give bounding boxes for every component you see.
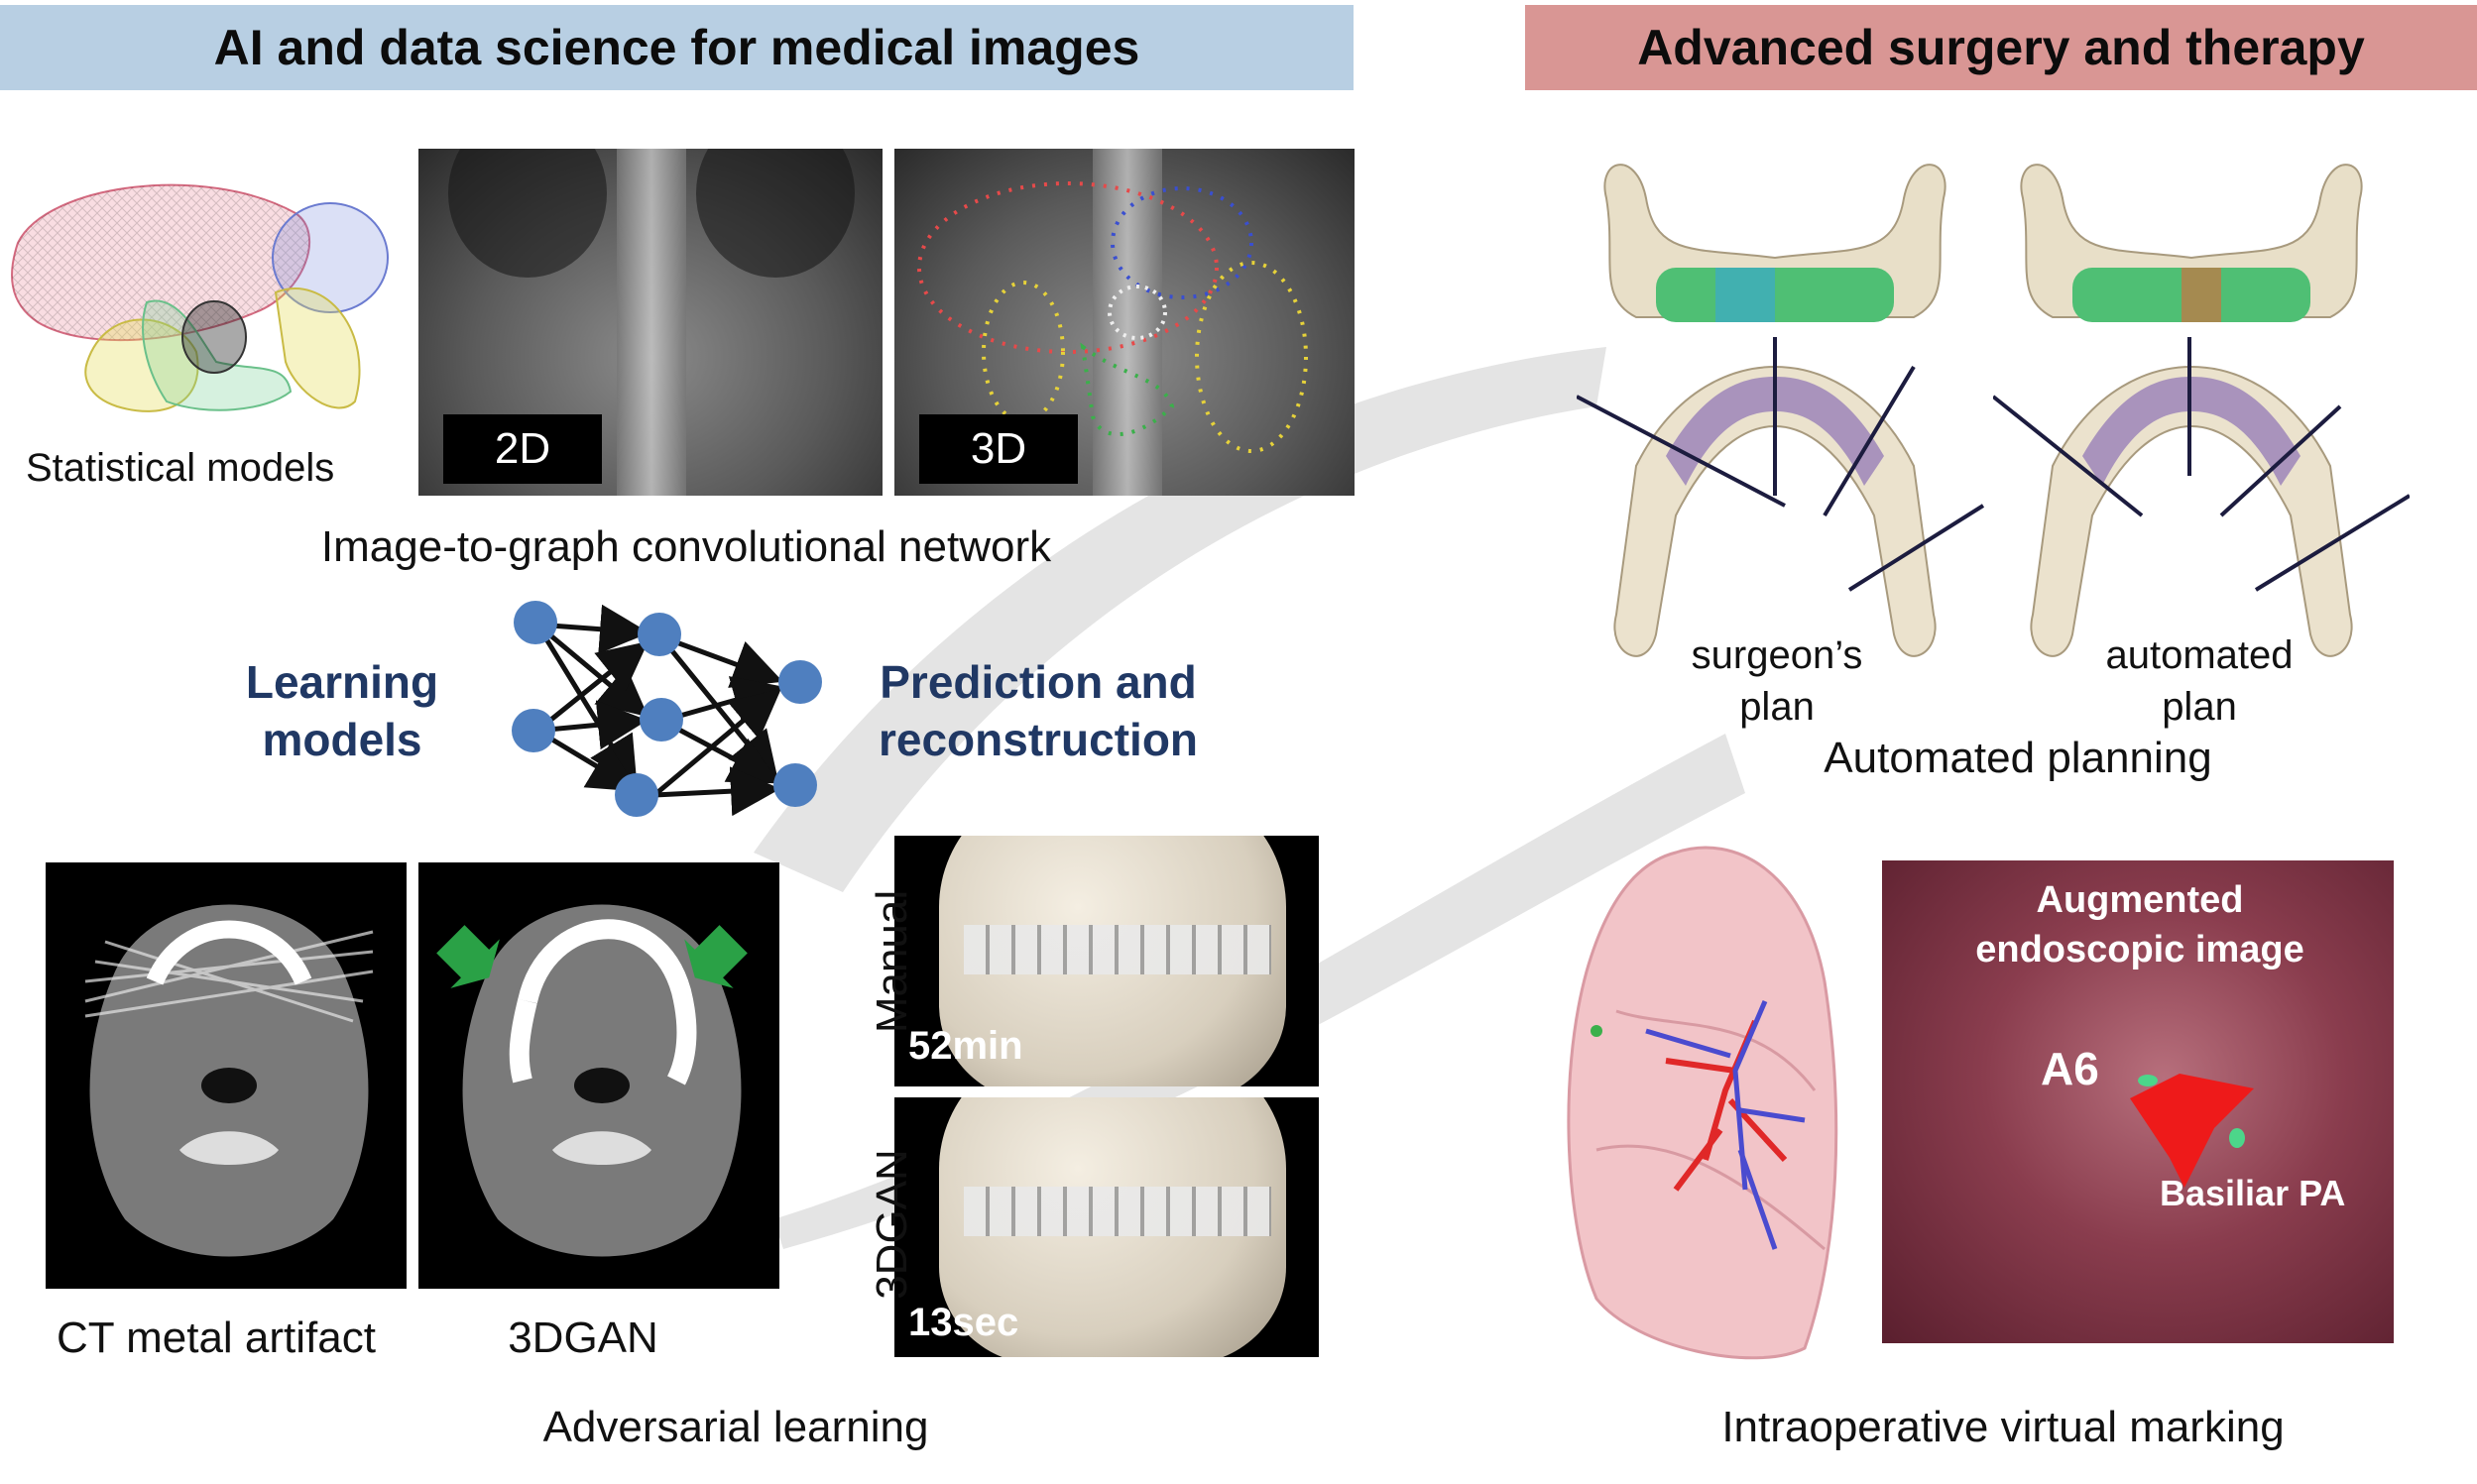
- augmented-endoscopic-image: Augmented endoscopic image A6 Basiliar P…: [1882, 860, 2394, 1343]
- adversarial-caption: Adversarial learning: [542, 1403, 929, 1451]
- gan-time: 13sec: [908, 1301, 1019, 1344]
- gan-ct-image: [418, 862, 779, 1289]
- statistical-models-label: Statistical models: [26, 446, 335, 490]
- teeth-row: [964, 925, 1271, 974]
- skull-gan-image: 13sec: [894, 1097, 1319, 1357]
- lung-left: [448, 149, 607, 278]
- spine-shape: [617, 149, 686, 496]
- xray-3d-label: 3D: [919, 414, 1078, 484]
- automated-plan-label: automated plan: [2105, 633, 2294, 729]
- mandible-surgeon-plan: [1577, 164, 1985, 657]
- teeth-row: [964, 1187, 1271, 1236]
- lung-right: [696, 149, 855, 278]
- manual-label: Manual: [868, 889, 916, 1034]
- lung-model-image: [1567, 846, 1838, 1360]
- mandible-automated-plan: [1993, 164, 2410, 657]
- xray-2d-image: 2D: [418, 149, 883, 496]
- left-section-title: AI and data science for medical images: [0, 5, 1354, 90]
- surgeon-plan-label: surgeon’s plan: [1691, 633, 1863, 729]
- image-to-graph-caption: Image-to-graph convolutional network: [320, 522, 1052, 571]
- ct-metal-artifact-image: [46, 862, 407, 1289]
- basiliar-label: Basiliar PA: [2160, 1173, 2346, 1213]
- green-arrow-right: [684, 925, 748, 988]
- augmented-label: Augmented endoscopic image: [1975, 879, 2304, 970]
- manual-time: 52min: [908, 1024, 1023, 1068]
- xray-3d-image: 3D: [894, 149, 1355, 496]
- gan-caption: 3DGAN: [508, 1313, 658, 1362]
- intraoperative-caption: Intraoperative virtual marking: [1721, 1403, 2285, 1451]
- automated-planning-caption: Automated planning: [1824, 734, 2212, 782]
- endoscopic-overlay: [2130, 1074, 2254, 1188]
- ct-metal-caption: CT metal artifact: [57, 1313, 376, 1362]
- right-section-title: Advanced surgery and therapy: [1525, 5, 2477, 90]
- a6-label: A6: [2041, 1043, 2099, 1094]
- gan-side-label: 3DGAN: [868, 1149, 916, 1300]
- graph-overlay: [917, 181, 1308, 453]
- neural-network-diagram: [512, 601, 822, 817]
- learning-models-label: Learning models: [245, 656, 439, 765]
- green-arrow-left: [436, 925, 500, 988]
- prediction-label: Prediction and reconstruction: [878, 656, 1199, 765]
- xray-2d-label: 2D: [443, 414, 602, 484]
- spine-shape: [1093, 149, 1162, 496]
- statistical-models-figure: [11, 183, 389, 412]
- skull-manual-image: 52min: [894, 836, 1319, 1086]
